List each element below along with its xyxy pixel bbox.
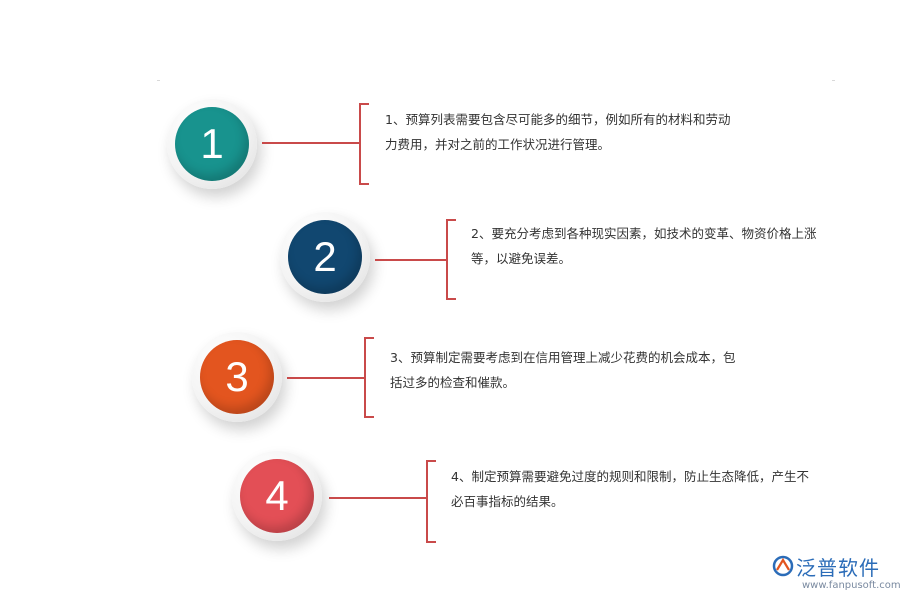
bracket-2: [446, 219, 456, 300]
number-badge-1: 1: [167, 99, 257, 189]
corner-dot-right: [832, 80, 835, 81]
list-item-2: 2 2、要充分考虑到各种现实因素，如技术的变革、物资价格上涨等，以避免误差。: [0, 0, 900, 302]
number-badge-2: 2: [280, 212, 370, 302]
connector-line-1: [262, 142, 359, 144]
bracket-1: [359, 103, 369, 185]
item-number-2: 2: [313, 233, 337, 280]
item-text-4: 4、制定预算需要避免过度的规则和限制，防止生态降低，产生不必百事指标的结果。: [451, 469, 809, 509]
logo-name: 泛普软件: [796, 556, 880, 580]
list-item-4: 4 4、制定预算需要避免过度的规则和限制，防止生态降低，产生不必百事指标的结果。: [0, 0, 900, 543]
item-text-3: 3、预算制定需要考虑到在信用管理上减少花费的机会成本，包括过多的检查和催款。: [390, 350, 736, 390]
item-number-4: 4: [265, 472, 289, 519]
brand-logo: 泛普软件 www.fanpusoft.com: [772, 550, 900, 600]
list-item-1: 1 1、预算列表需要包含尽可能多的细节，例如所有的材料和劳动力费用，并对之前的工…: [0, 0, 900, 189]
number-badge-4: 4: [232, 451, 322, 541]
list-item-3: 3 3、预算制定需要考虑到在信用管理上减少花费的机会成本，包括过多的检查和催款。: [0, 0, 900, 422]
item-text-1: 1、预算列表需要包含尽可能多的细节，例如所有的材料和劳动力费用，并对之前的工作状…: [385, 112, 731, 152]
item-text-2: 2、要充分考虑到各种现实因素，如技术的变革、物资价格上涨等，以避免误差。: [471, 226, 817, 266]
number-circle-1: 1: [175, 107, 249, 181]
bracket-3: [364, 337, 374, 418]
connector-line-4: [329, 497, 426, 499]
connector-line-2: [375, 259, 446, 261]
fanpu-logo-icon: [772, 555, 794, 577]
number-circle-4: 4: [240, 459, 314, 533]
logo-url: www.fanpusoft.com: [802, 580, 900, 591]
number-circle-2: 2: [288, 220, 362, 294]
item-number-1: 1: [200, 120, 224, 167]
bracket-4: [426, 460, 436, 543]
number-badge-3: 3: [192, 332, 282, 422]
connector-line-3: [287, 377, 364, 379]
number-circle-3: 3: [200, 340, 274, 414]
item-number-3: 3: [225, 353, 249, 400]
corner-dot-left: [157, 80, 160, 81]
